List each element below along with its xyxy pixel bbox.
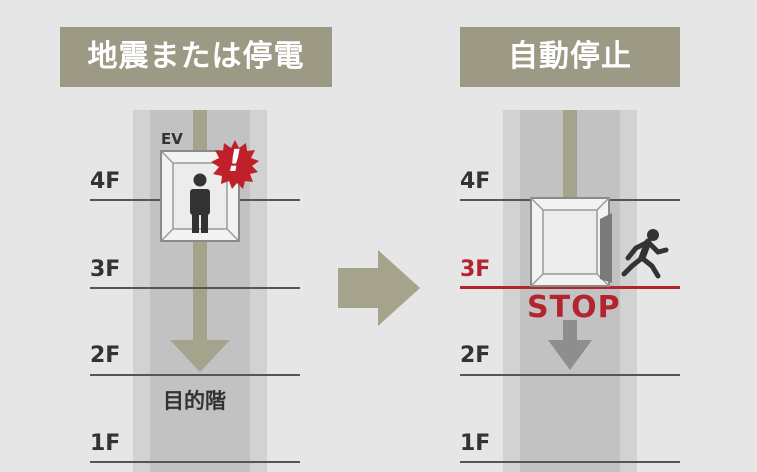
- right-cable: [563, 110, 577, 202]
- left-floor-label-2f: 2F: [90, 343, 121, 368]
- left-floor-line-3f: [90, 287, 300, 289]
- right-floor-label-2f: 2F: [460, 343, 491, 368]
- right-floor-label-3f: 3F: [460, 257, 491, 282]
- right-panel-title: 自動停止: [460, 27, 680, 87]
- right-down-arrow-stem: [563, 320, 577, 342]
- alert-burst-icon: [211, 140, 259, 189]
- left-panel-title: 地震または停電: [60, 27, 332, 87]
- right-floor-label-1f: 1F: [460, 431, 491, 456]
- right-floor-label-4f: 4F: [460, 169, 491, 194]
- left-floor-label-4f: 4F: [90, 169, 121, 194]
- alert-glyph: !: [228, 144, 242, 179]
- down-arrow-icon: [170, 340, 230, 372]
- right-floor-line-1f: [460, 461, 680, 463]
- left-floor-line-1f: [90, 461, 300, 463]
- left-floor-line-2f: [90, 374, 300, 376]
- stop-label: STOP: [527, 290, 621, 325]
- running-person-icon: [621, 229, 669, 279]
- person-icon: [190, 173, 210, 233]
- left-floor-label-3f: 3F: [90, 257, 121, 282]
- right-elevator-car: [530, 197, 612, 287]
- right-arrow-icon: [338, 250, 420, 326]
- destination-label: 目的階: [163, 389, 226, 413]
- left-floor-label-1f: 1F: [90, 431, 121, 456]
- right-floor-line-2f: [460, 374, 680, 376]
- ev-label: EV: [161, 130, 183, 148]
- right-floor-line-3f: [460, 286, 680, 289]
- down-arrow-icon: [548, 340, 592, 370]
